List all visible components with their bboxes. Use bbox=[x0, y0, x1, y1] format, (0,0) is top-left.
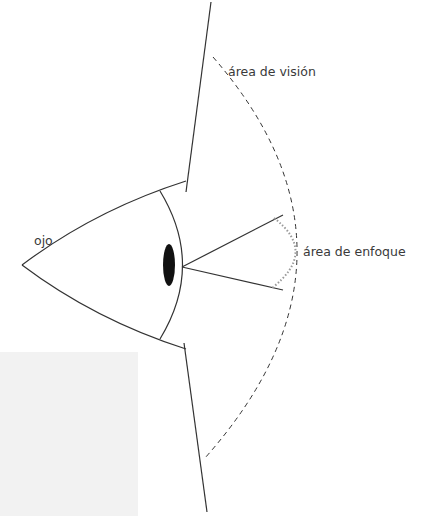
vision-limit-line bbox=[184, 343, 207, 512]
pupil bbox=[163, 244, 175, 286]
focus-arc bbox=[272, 218, 296, 288]
focus-limit-line bbox=[182, 215, 283, 267]
cornea bbox=[160, 191, 183, 339]
part-label: área de enfoque bbox=[303, 244, 406, 259]
part-label: área de visión bbox=[228, 64, 316, 79]
vision-arc bbox=[205, 57, 297, 458]
vision-limit-line bbox=[186, 2, 211, 192]
grey-panel bbox=[0, 352, 138, 516]
focus-limit-line bbox=[182, 267, 283, 290]
part-label: ojo bbox=[34, 233, 53, 248]
